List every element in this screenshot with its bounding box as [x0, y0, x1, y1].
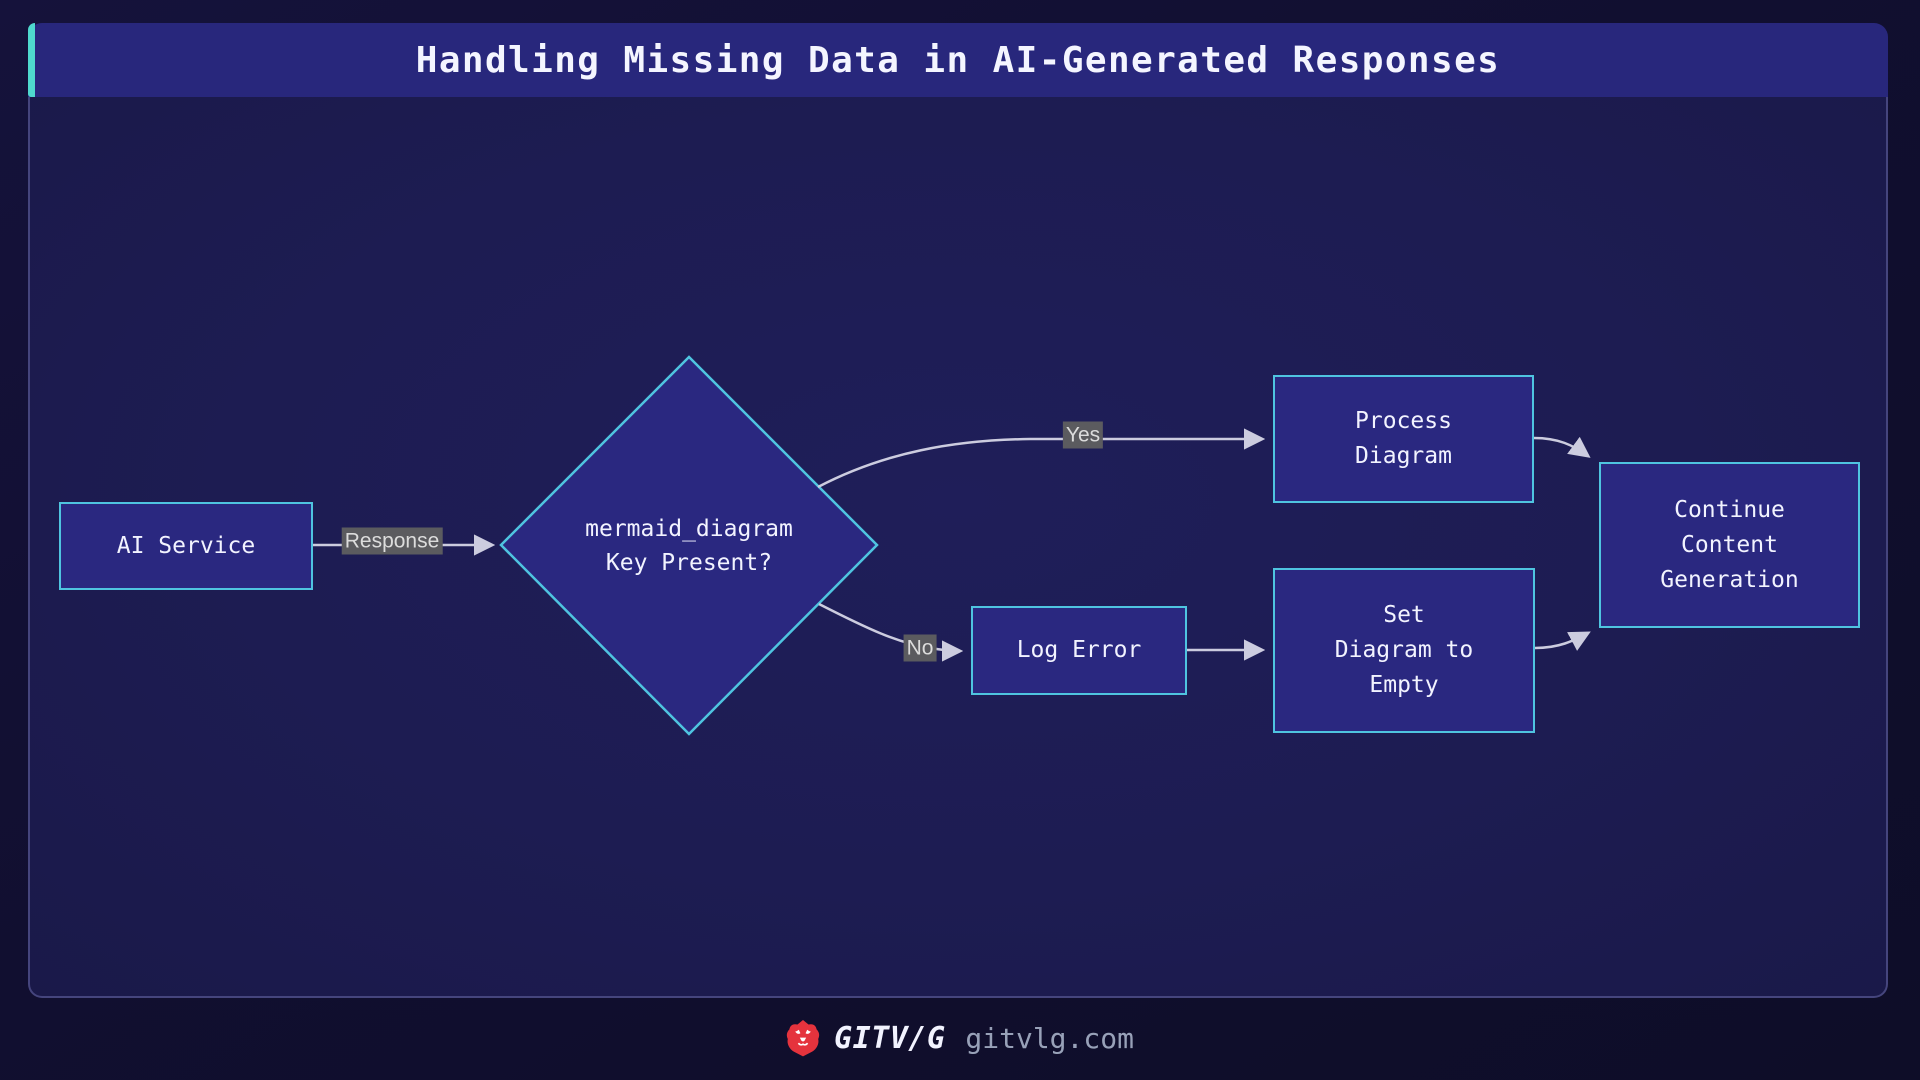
node-continue-generation: Continue Content Generation — [1599, 462, 1860, 628]
lion-icon — [786, 1020, 820, 1057]
node-label-line: Continue — [1674, 496, 1785, 523]
node-label: Log Error — [1016, 637, 1142, 663]
node-set-diagram-empty: Set Diagram to Empty — [1273, 568, 1535, 733]
node-label-line: Set — [1383, 602, 1425, 628]
edge-label-no: No — [903, 634, 937, 662]
node-label: AI Service — [116, 532, 256, 559]
node-decision-label: mermaid_diagram Key Present? — [539, 511, 839, 581]
brand-name: GITV/G — [834, 1020, 946, 1056]
page-title: Handling Missing Data in AI-Generated Re… — [415, 39, 1501, 81]
node-label-line: Process — [1355, 408, 1452, 434]
brand-domain: gitvlg.com — [965, 1021, 1134, 1055]
edge-label-response: Response — [341, 527, 443, 555]
diagram-panel — [28, 97, 1888, 998]
footer-branding: GITV/G gitvlg.com — [0, 1008, 1920, 1068]
node-label-line: Empty — [1369, 672, 1439, 698]
node-label-line: Diagram — [1355, 443, 1452, 469]
header-bar: Handling Missing Data in AI-Generated Re… — [28, 23, 1888, 97]
node-label-line: Generation — [1660, 566, 1799, 593]
node-log-error: Log Error — [971, 606, 1187, 695]
node-ai-service: AI Service — [59, 502, 313, 590]
header-accent-bar — [28, 23, 35, 97]
node-label-line: Diagram to — [1334, 637, 1474, 663]
node-label-line: Key Present? — [605, 550, 773, 576]
edge-label-yes: Yes — [1062, 421, 1104, 449]
node-process-diagram: Process Diagram — [1273, 375, 1534, 503]
node-label-line: Content — [1681, 531, 1778, 558]
node-label-line: mermaid_diagram — [585, 516, 793, 542]
